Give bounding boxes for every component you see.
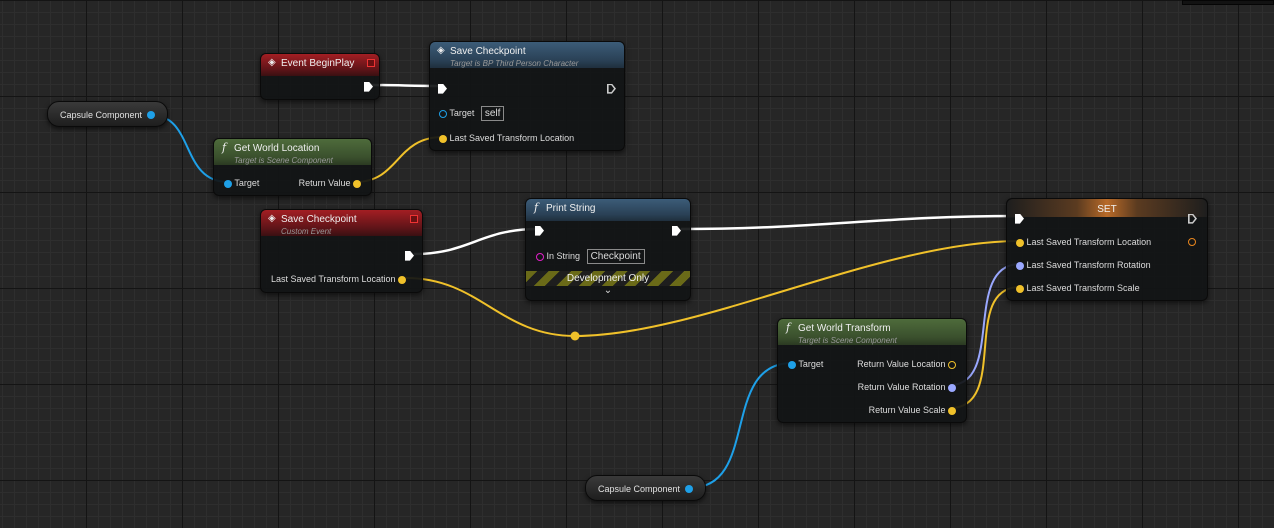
vector-wire-event-location-to-set	[405, 240, 1021, 338]
return-label: Return Value	[298, 178, 351, 188]
location-pin-row[interactable]: Last Saved Transform Location	[439, 132, 574, 144]
in-string-pin-row[interactable]: In String Checkpoint	[536, 249, 645, 264]
diamond-event-icon: ◈	[268, 213, 276, 224]
node-header: f Get World Location Target is Scene Com…	[214, 139, 371, 165]
scale-label: Last Saved Transform Scale	[1026, 283, 1140, 293]
target-pin-row[interactable]: Target	[788, 358, 823, 370]
event-beginplay-node[interactable]: ◈ Event BeginPlay	[260, 53, 380, 100]
target-value-field[interactable]: self	[480, 106, 505, 121]
target-pin-row[interactable]: Target	[224, 177, 259, 189]
exec-in-pin[interactable]	[535, 224, 544, 236]
location-pin-row[interactable]: Last Saved Transform Location	[1016, 236, 1151, 248]
return-pin-row[interactable]: Return Value	[299, 177, 361, 189]
return-location-pin-row[interactable]: Return Value Location	[857, 358, 956, 370]
exec-in-pin[interactable]	[438, 82, 447, 94]
node-header: f Get World Transform Target is Scene Co…	[778, 319, 966, 345]
function-f-icon: f	[222, 141, 227, 154]
return-location-pin[interactable]	[948, 360, 956, 369]
location-out-pin[interactable]	[1188, 238, 1196, 246]
node-title: Save Checkpoint	[281, 214, 357, 225]
target-pin-row[interactable]: Target self	[439, 106, 505, 121]
delegate-pin[interactable]	[410, 215, 418, 223]
set-variables-node[interactable]: SET Last Saved Transform Location Last S…	[1006, 198, 1208, 301]
rotation-in-pin[interactable]	[1016, 261, 1024, 270]
rotation-pin-row[interactable]: Last Saved Transform Rotation	[1016, 259, 1151, 271]
location-label: Last Saved Transform Location	[271, 274, 396, 284]
exec-wire-event-to-printstring	[413, 227, 539, 256]
location-pin[interactable]	[439, 134, 447, 143]
chevron-down-icon[interactable]: ⌄	[603, 285, 613, 296]
location-pin-row[interactable]: Last Saved Transform Location	[271, 273, 407, 285]
node-title: SET	[1097, 204, 1117, 215]
return-scale-pin[interactable]	[948, 406, 956, 415]
object-out-pin[interactable]	[685, 485, 693, 493]
in-string-field[interactable]: Checkpoint	[586, 249, 645, 264]
in-string-label: In String	[546, 251, 581, 261]
location-label: Last Saved Transform Location	[449, 133, 575, 143]
delegate-pin[interactable]	[367, 59, 375, 67]
capsule-component-node[interactable]: Capsule Component	[47, 101, 168, 127]
scale-pin-row[interactable]: Last Saved Transform Scale	[1016, 282, 1140, 294]
location-label: Last Saved Transform Location	[1026, 237, 1152, 247]
target-pin[interactable]	[439, 109, 447, 118]
node-header: ◈ Save Checkpoint Target is BP Third Per…	[430, 42, 624, 68]
target-label: Target	[234, 178, 260, 188]
node-header: ◈ Save Checkpoint Custom Event	[261, 210, 422, 236]
in-string-pin[interactable]	[536, 252, 544, 261]
exec-out-pin[interactable]	[672, 224, 681, 236]
capsule-component-node[interactable]: Capsule Component	[585, 475, 706, 501]
save-checkpoint-call-node[interactable]: ◈ Save Checkpoint Target is BP Third Per…	[429, 41, 625, 151]
exec-in-pin[interactable]	[1015, 212, 1024, 224]
node-subtitle: Target is Scene Component	[798, 336, 897, 345]
node-title: Get World Location	[234, 143, 320, 154]
location-in-pin[interactable]	[1016, 238, 1024, 247]
node-title: Event BeginPlay	[281, 58, 355, 69]
exec-out-pin[interactable]	[1188, 212, 1197, 224]
get-world-location-node[interactable]: f Get World Location Target is Scene Com…	[213, 138, 372, 196]
object-wire-capsule2-to-getworldtransform	[689, 362, 793, 489]
vector-wire-scale-to-set	[949, 286, 1021, 409]
offscreen-node-edge	[1182, 0, 1274, 5]
function-f-icon: f	[534, 201, 539, 214]
get-world-transform-node[interactable]: f Get World Transform Target is Scene Co…	[777, 318, 967, 423]
return-location-label: Return Value Location	[857, 359, 946, 369]
return-rotation-pin-row[interactable]: Return Value Rotation	[858, 381, 956, 393]
function-f-icon: f	[786, 321, 791, 334]
return-rotation-pin[interactable]	[948, 383, 956, 392]
development-only-banner: Development Only	[526, 271, 690, 286]
return-scale-label: Return Value Scale	[868, 405, 946, 415]
print-string-node[interactable]: f Print String In String Checkpoint Deve…	[525, 198, 691, 301]
save-checkpoint-custom-event-node[interactable]: ◈ Save Checkpoint Custom Event Last Save…	[260, 209, 423, 293]
diamond-event-icon: ◈	[268, 57, 276, 68]
node-title: Save Checkpoint	[450, 46, 526, 57]
node-header: SET	[1007, 199, 1207, 217]
exec-wire-printstring-to-set	[680, 214, 1021, 231]
target-label: Target	[798, 359, 824, 369]
target-pin[interactable]	[224, 179, 232, 188]
node-header: f Print String	[526, 199, 690, 221]
return-scale-pin-row[interactable]: Return Value Scale	[869, 404, 956, 416]
node-header: ◈ Event BeginPlay	[261, 54, 379, 76]
exec-out-pin[interactable]	[364, 80, 373, 92]
node-title: Print String	[546, 203, 596, 214]
node-title: Get World Transform	[798, 323, 891, 334]
node-title: Capsule Component	[60, 110, 143, 120]
target-pin[interactable]	[788, 360, 796, 369]
object-out-pin[interactable]	[147, 111, 155, 119]
node-subtitle: Target is BP Third Person Character	[450, 59, 579, 68]
return-rotation-label: Return Value Rotation	[857, 382, 946, 392]
scale-in-pin[interactable]	[1016, 284, 1024, 293]
location-out-pin[interactable]	[398, 275, 407, 284]
wire-reroute-knot[interactable]	[570, 331, 580, 341]
node-subtitle: Target is Scene Component	[234, 156, 333, 165]
node-subtitle: Custom Event	[281, 227, 332, 236]
exec-out-pin[interactable]	[405, 249, 414, 261]
exec-out-pin[interactable]	[607, 82, 616, 94]
rotation-label: Last Saved Transform Rotation	[1026, 260, 1151, 270]
diamond-event-icon: ◈	[437, 45, 445, 56]
return-pin[interactable]	[353, 179, 361, 188]
target-label: Target	[449, 108, 475, 118]
node-title: Capsule Component	[598, 484, 681, 494]
